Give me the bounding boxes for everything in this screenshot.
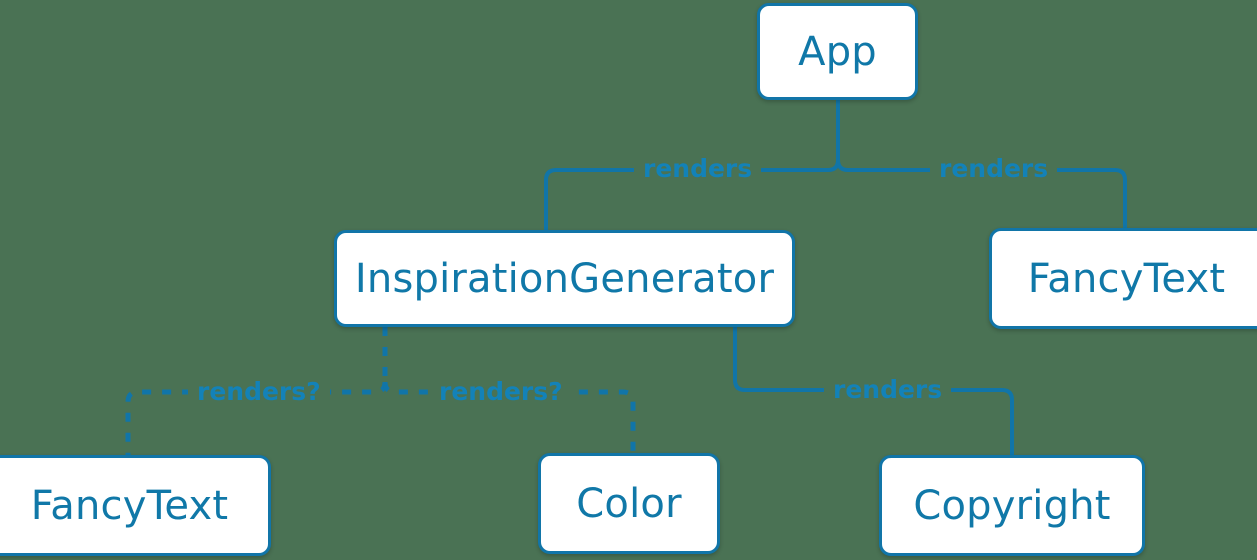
edge-label-inspiration-to-fancytext-bottom: renders? xyxy=(188,379,330,404)
node-fancytext-bottom[interactable]: FancyText xyxy=(0,455,271,556)
node-app-label: App xyxy=(798,28,877,75)
node-fancytext-right[interactable]: FancyText xyxy=(989,228,1257,329)
edge-app-to-fancytext xyxy=(836,159,1127,228)
edge-label-inspiration-to-copyright: renders xyxy=(824,377,952,402)
node-fancytext-bottom-label: FancyText xyxy=(30,482,229,529)
node-inspiration-generator-label: InspirationGenerator xyxy=(354,255,775,302)
node-copyright-label: Copyright xyxy=(913,482,1111,529)
node-inspiration-generator[interactable]: InspirationGenerator xyxy=(334,230,795,327)
edge-label-inspiration-to-color: renders? xyxy=(430,379,572,404)
node-fancytext-right-label: FancyText xyxy=(1027,255,1226,302)
node-color-label: Color xyxy=(576,480,682,527)
node-app[interactable]: App xyxy=(757,3,918,100)
node-copyright[interactable]: Copyright xyxy=(879,455,1145,556)
edge-label-app-to-inspiration: renders xyxy=(634,156,762,181)
edge-inspiration-to-color xyxy=(382,381,636,453)
edge-label-app-to-fancytext: renders xyxy=(930,156,1058,181)
node-color[interactable]: Color xyxy=(538,453,720,554)
